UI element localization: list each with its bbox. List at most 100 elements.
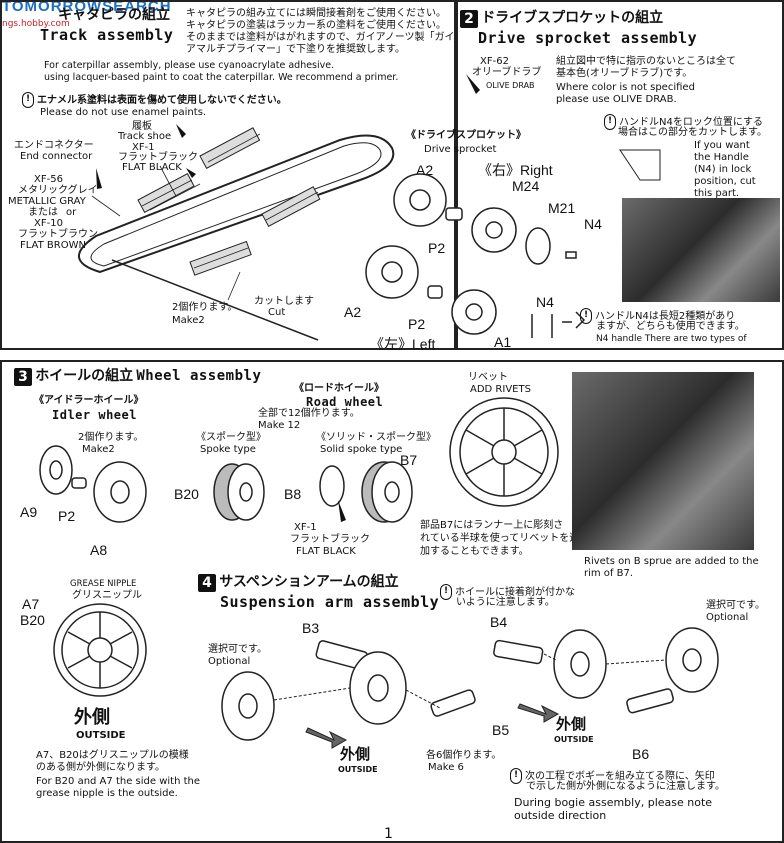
handle-en-3: (N4) in lock [694,164,752,175]
make2-en: Make2 [172,315,205,326]
step1-jp-note-1: キャタピラの組み立てには瞬間接着剤をご使用ください。 [186,8,446,19]
xf1b-en: FLAT BLACK [296,546,356,557]
handle-note: !ハンドルN4をロック位置にする [604,114,763,130]
xf10-jp: フラットブラウン [18,229,98,240]
make6-en: Make 6 [428,762,464,773]
part-b20: B20 [174,486,199,502]
step1-en-title: Track assembly [40,26,174,44]
spoke-en: Spoke type [200,444,256,455]
part-n4-bottom: N4 [536,294,554,310]
outside-en-arm-right: OUTSIDE [554,735,594,744]
track-shoe-jp: 履板 [132,121,152,132]
xf62-code: XF-62 [480,56,509,67]
make6-jp: 各6個作ります。 [426,750,502,761]
or-en: or [66,207,77,218]
handle-en-4: position, cut [694,176,756,187]
xf62-jp: オリーブドラブ [472,67,542,78]
part-b3: B3 [302,620,320,636]
xf1b-code: XF-1 [294,522,317,533]
step4-title: 4 サスペンションアームの組立 [198,574,399,592]
part-p2-bottom: P2 [408,316,426,332]
bogie-en-2: outside direction [514,809,607,822]
rivet-note-1: 部品B7にはランナー上に彫刻さ [420,520,564,531]
sprocket-drawing [365,149,661,338]
warning-icon: ! [440,584,452,600]
warning-en: Please do not use enamel paints. [40,107,207,118]
track-drawing [78,124,395,341]
photo-caption-1: Rivets on B sprue are added to the [584,556,759,567]
color-jp-1: 組立図中で特に指示のないところは全て [556,56,736,67]
solid-en: Solid spoke type [320,444,403,455]
glue-jp-2: いように注意します。 [456,597,555,608]
part-b20-grease: B20 [20,612,45,628]
step1-jp-title: キャタピラの組立 [58,7,170,23]
grease-en: GREASE NIPPLE [70,579,137,589]
solid-jp: 《ソリッド・スポーク型》 [316,432,436,443]
watermark: TOMORROWSEARCH [2,0,172,15]
step1-en-note-3: using lacquer-based paint to coat the ca… [44,72,399,83]
wheel-photo [572,372,754,550]
rivet-note-3: 加することもできます。 [420,546,529,557]
xf10-code: XF-10 [34,218,63,229]
step4-jp-title: サスペンションアームの組立 [219,574,399,590]
idler-jp: 《アイドラーホイール》 [34,395,144,406]
n4-jp-1: ハンドルN4は長短2種類があり [595,311,736,322]
part-b7: B7 [400,452,418,468]
grease-note-2: のある側が外側になります。 [36,762,165,773]
outside-jp-arm-left: 外側 [340,745,371,763]
or-jp: または [28,207,58,218]
part-b8: B8 [284,486,302,502]
grease-note-1: A7、B20はグリスニップルの模様 [36,750,189,761]
step1-jp-note-3: そのままでは塗料がはがれますので、ガイアノーツ製「ガイ [186,32,455,43]
track-shoe-en: Track shoe [118,131,172,142]
step1-en-note-1: For caterpillar assembly, please use cya… [44,60,335,71]
optional-en-left: Optional [208,656,251,667]
outside-en-arm-left: OUTSIDE [338,765,378,774]
step1-jp-note-4: アマルチプライマー」で下塗りを推奨致します。 [186,44,405,55]
make12-jp: 全部で12個作ります。 [258,408,360,419]
idler-make2-en: Make2 [82,444,115,455]
photo-caption-2: rim of B7. [584,568,634,579]
xf62-en: OLIVE DRAB [486,81,535,90]
step2-number: 2 [460,10,478,28]
optional-jp-left: 選択可です。 [208,644,267,655]
outside-jp: 外側 [74,707,110,728]
xf1-jp: フラットブラック [118,152,198,163]
part-a1: A1 [494,334,512,350]
xf1-code: XF-1 [132,142,155,153]
glue-jp-1: ホイールに接着剤が付かな [455,587,575,598]
grease-note-4: grease nipple is the outside. [36,788,178,799]
part-b5: B5 [492,722,510,738]
step4-number: 4 [198,574,216,592]
olive-brush-icon [466,74,480,94]
part-a9: A9 [20,504,38,520]
xf1b-jp: フラットブラック [290,534,370,545]
optional-jp-right: 選択可です。 [706,600,765,611]
xf56-en: METALLIC GRAY [8,196,86,207]
step3-title: 3 ホイールの組立 Wheel assembly [14,368,261,386]
step2-jp-title: ドライブスプロケットの組立 [481,10,664,26]
step4-en-title: Suspension arm assembly [220,593,440,611]
step2-en-title: Drive sprocket assembly [478,29,698,47]
part-m21: M21 [548,200,576,216]
part-b4: B4 [490,614,508,630]
part-p2-wheel: P2 [58,508,76,524]
color-en-2: please use OLIVE DRAB. [556,94,677,105]
bogie-jp-2: で示した側が外側になるように注意します。 [526,781,725,792]
left-label: 《左》Left [370,336,436,352]
color-en-1: Where color is not specified [556,82,695,93]
cut-en: Cut [268,307,286,318]
step3-panel [0,360,784,843]
part-m24: M24 [512,178,540,194]
color-jp-2: 基本色(オリーブドラブ)です。 [556,68,693,79]
warning-icon: ! [604,114,616,130]
xf10-en: FLAT BROWN [20,240,86,251]
road-en: Road wheel [306,395,384,409]
rivet-jp: リベット [468,372,508,383]
grease-jp: グリスニップル [72,590,142,601]
page-number: 1 [384,826,393,842]
bogie-jp-1: 次の工程でボギーを組み立てる際に、矢印 [525,771,715,782]
part-a8: A8 [90,542,108,558]
